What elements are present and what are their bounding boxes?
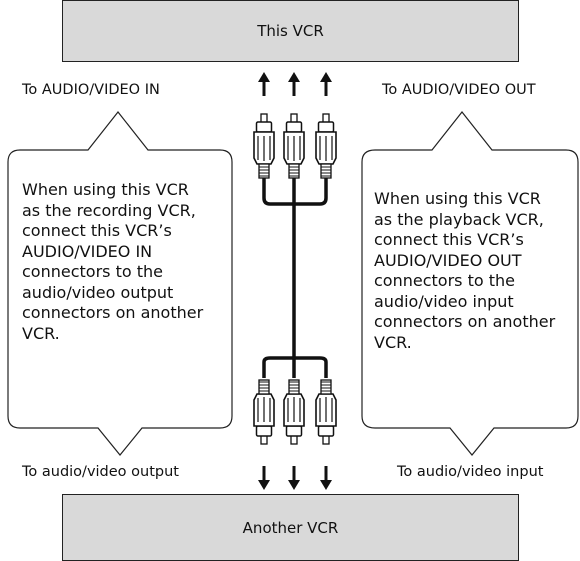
av-cable (262, 178, 328, 378)
top-plug-center-icon (283, 113, 305, 179)
recording-line: audio/video output (22, 282, 174, 302)
label-to-av-input: To audio/video input (397, 464, 544, 480)
playback-callout-text: When using this VCR as the playback VCR,… (374, 189, 555, 353)
playback-line: connectors on another (374, 312, 556, 331)
recording-line: AUDIO/VIDEO IN (22, 241, 153, 261)
label-to-av-out: To AUDIO/VIDEO OUT (382, 82, 536, 98)
this-vcr-box: This VCR (62, 0, 519, 62)
bottom-plug-center-icon (283, 379, 305, 445)
recording-line: When using this VCR (22, 180, 189, 199)
recording-line: connectors to the (22, 262, 163, 281)
another-vcr-label: Another VCR (242, 518, 339, 537)
recording-line: connectors on another (22, 303, 204, 322)
label-to-av-in: To AUDIO/VIDEO IN (22, 82, 160, 98)
recording-line: as the recording VCR, (22, 200, 196, 220)
label-to-av-output: To audio/video output (22, 464, 179, 480)
arrow-up-center-icon (286, 70, 302, 98)
arrow-up-right-icon (318, 70, 334, 98)
playback-line: VCR. (374, 332, 412, 352)
playback-line: connectors to the (374, 271, 515, 290)
arrow-down-center-icon (286, 464, 302, 492)
recording-line: connect this VCR’s (22, 221, 172, 240)
playback-callout-bubble (361, 111, 579, 456)
top-plug-right-icon (315, 113, 337, 179)
arrow-down-right-icon (318, 464, 334, 492)
this-vcr-label: This VCR (257, 22, 324, 40)
recording-callout-bubble (7, 111, 233, 456)
playback-line: When using this VCR (374, 189, 541, 208)
recording-callout-text: When using this VCR as the recording VCR… (22, 180, 203, 344)
bottom-plug-left-icon (253, 379, 275, 445)
bottom-plug-right-icon (315, 379, 337, 445)
top-plug-left-icon (253, 113, 275, 179)
arrow-up-left-icon (256, 70, 272, 98)
playback-line: AUDIO/VIDEO OUT (374, 250, 522, 270)
arrow-down-left-icon (256, 464, 272, 492)
recording-line: VCR. (22, 323, 60, 343)
playback-line: as the playback VCR, (374, 209, 544, 229)
playback-line: connect this VCR’s (374, 230, 524, 249)
playback-line: audio/video input (374, 291, 514, 311)
